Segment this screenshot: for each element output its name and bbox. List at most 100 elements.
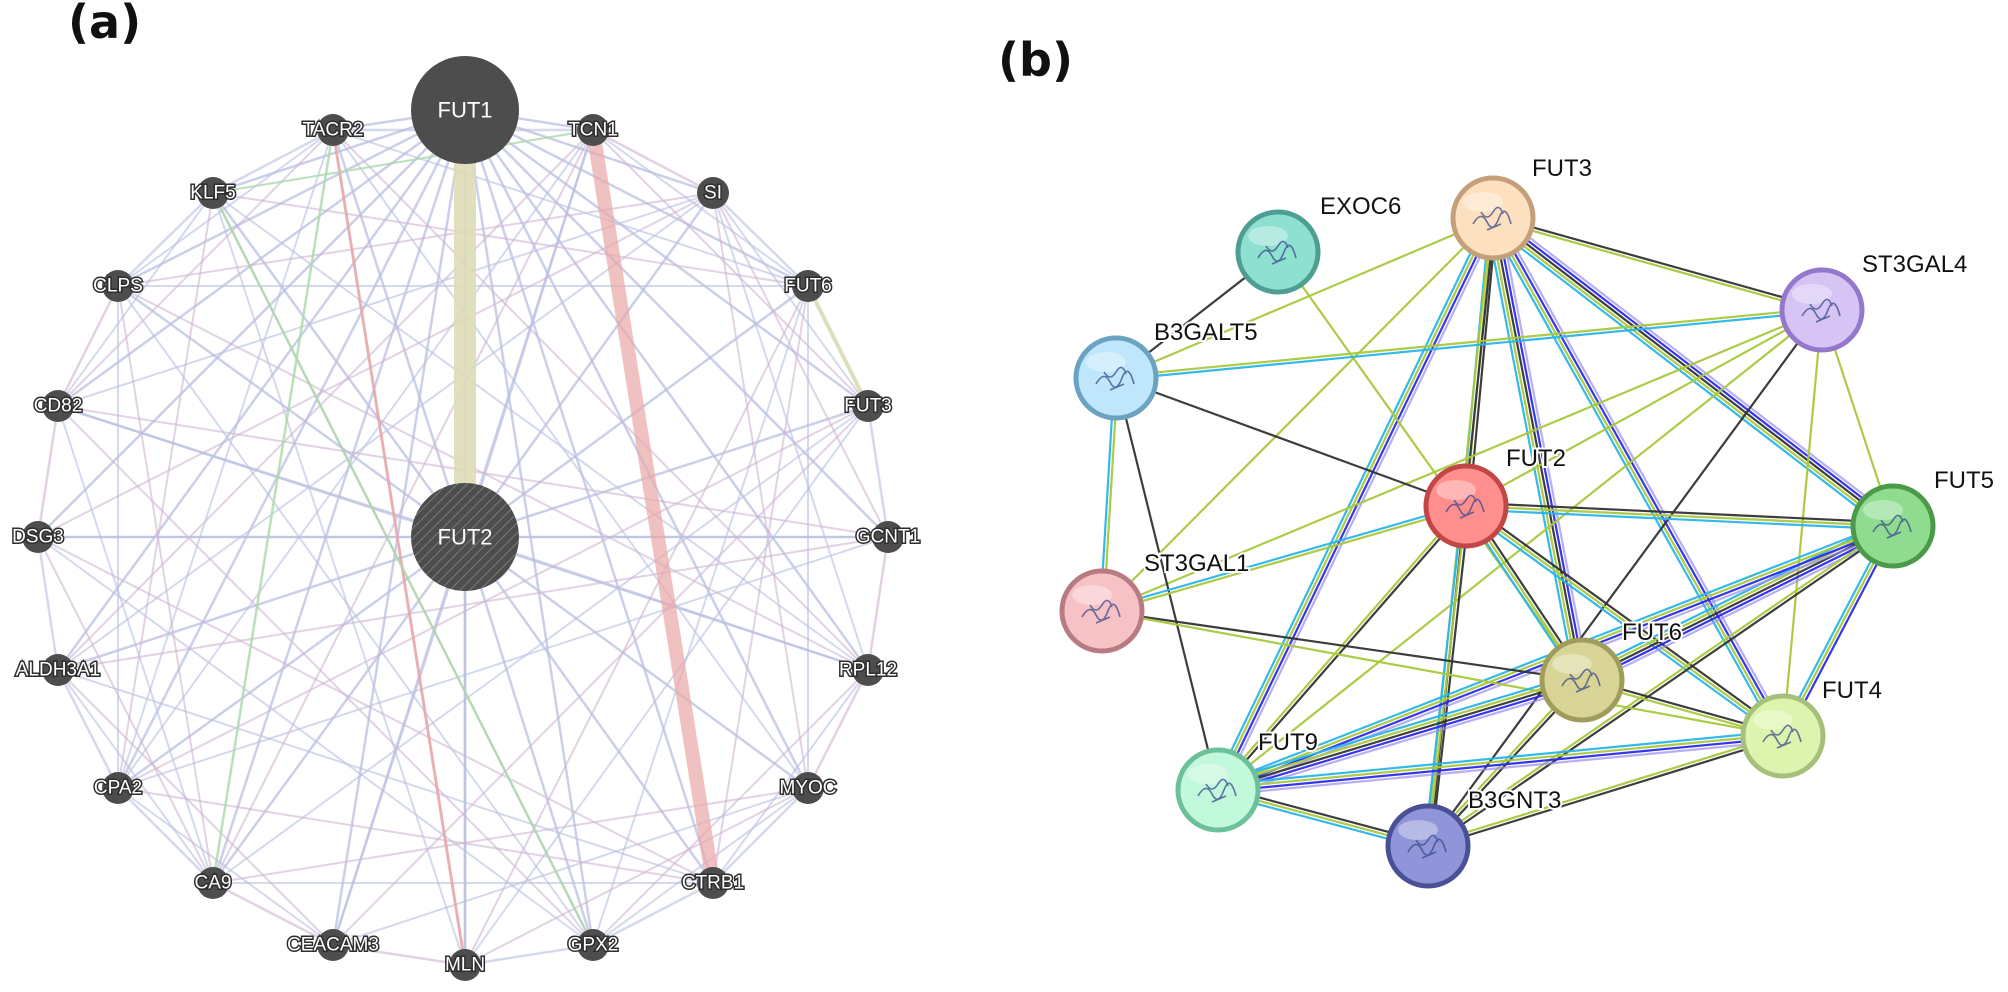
edge-tcn1-si xyxy=(591,128,715,195)
node-tacr2-circle xyxy=(317,114,349,146)
node-tcn1[interactable]: TCN1 xyxy=(567,114,619,146)
node-ca9-circle xyxy=(197,867,229,899)
node-aldh3a1-label: ALDH3A1 xyxy=(16,660,101,681)
edge-gpx2-clps xyxy=(117,285,594,946)
edge-fut6-fut9-black xyxy=(1217,678,1583,792)
node-b-b3gnt3[interactable]: B3GNT3 xyxy=(1385,785,1563,889)
node-si[interactable]: SI xyxy=(697,177,729,209)
edge-fut2-st3gal1-lime xyxy=(1102,506,1467,614)
edge-fut1-rpl12 xyxy=(463,108,870,672)
edge-tcn1-klf5-genetic xyxy=(212,129,594,194)
edge-st3gal4-b3galt5-cyan xyxy=(1116,310,1823,381)
edge-fut2-st3gal1-cyan xyxy=(1101,503,1466,611)
edge-fut3-st3gal4 xyxy=(1492,215,1823,313)
node-cd82-circle xyxy=(42,390,74,422)
edge-fut6-tacr2 xyxy=(332,129,809,287)
node-b-st3gal4-label: ST3GAL4 xyxy=(1862,251,1967,278)
node-fut6[interactable]: FUT6 xyxy=(783,270,833,302)
node-tacr2[interactable]: TACR2 xyxy=(301,114,365,146)
node-b-fut5[interactable]: FUT5 xyxy=(1850,465,1996,569)
edge-fut3-fut4-blue xyxy=(1493,216,1786,736)
node-b-fut2-gloss xyxy=(1436,480,1476,500)
edge-myoc-mln xyxy=(464,787,809,966)
edge-fut4-fut9-blue xyxy=(1218,736,1784,793)
edge-fut2-fut5-cyan xyxy=(1465,508,1893,531)
node-ctrb1[interactable]: CTRB1 xyxy=(680,867,746,899)
node-clps[interactable]: CLPS xyxy=(92,270,144,302)
edge-fut6-klf5 xyxy=(212,192,809,287)
node-ceacam3[interactable]: CEACAM3 xyxy=(286,929,380,961)
node-aldh3a1[interactable]: ALDH3A1 xyxy=(14,654,102,686)
edge-gcnt1-cpa2 xyxy=(117,536,889,789)
node-b-st3gal4[interactable]: ST3GAL4 xyxy=(1779,249,1969,353)
node-cpa2[interactable]: CPA2 xyxy=(92,772,144,804)
node-cpa2-circle xyxy=(102,772,134,804)
node-cd82[interactable]: CD82 xyxy=(32,390,84,422)
node-klf5[interactable]: KLF5 xyxy=(189,177,237,209)
node-ca9[interactable]: CA9 xyxy=(193,867,233,899)
node-rpl12[interactable]: RPL12 xyxy=(837,654,899,686)
edge-fut1-clps xyxy=(116,108,467,288)
node-b-b3galt5[interactable]: B3GALT5 xyxy=(1073,317,1260,421)
edge-fut3-mln xyxy=(464,405,869,966)
edge-fut6-fut3-shared xyxy=(806,284,870,408)
edge-myoc-gpx2 xyxy=(592,787,809,946)
edge-cpa2-tacr2 xyxy=(117,129,334,789)
node-b-fut5-circle xyxy=(1850,483,1936,569)
node-gpx2[interactable]: GPX2 xyxy=(566,929,620,961)
edge-b3galt5-fut9-black xyxy=(1114,377,1220,791)
node-tcn1-circle xyxy=(577,114,609,146)
edge-fut4-fut9-lime xyxy=(1217,733,1783,790)
edge-fut4-fut9 xyxy=(1217,729,1784,797)
edge-fut2-clps xyxy=(116,284,467,539)
edge-fut3-fut9-cyan xyxy=(1212,215,1490,789)
node-fut3-circle xyxy=(852,390,884,422)
node-b-st3gal1-structure-icon xyxy=(1081,599,1121,624)
edge-fut2-ctrb1 xyxy=(463,535,715,885)
node-ceacam3-label: CEACAM3 xyxy=(287,935,379,956)
node-fut3[interactable]: FUT3 xyxy=(843,390,893,422)
node-b-fut4[interactable]: FUT4 xyxy=(1740,675,1884,779)
edge-myoc-ceacam3 xyxy=(332,787,809,946)
panel-a-edges xyxy=(36,99,890,967)
edge-ca9-aldh3a1 xyxy=(57,669,214,884)
node-b-st3gal1-circle xyxy=(1059,568,1145,654)
node-gcnt1[interactable]: GCNT1 xyxy=(854,521,922,553)
node-tcn1-label: TCN1 xyxy=(568,120,618,141)
node-b-st3gal1[interactable]: ST3GAL1 xyxy=(1059,548,1251,654)
edge-fut3-fut2-black xyxy=(1468,218,1498,507)
node-b-fut2[interactable]: FUT2 xyxy=(1423,443,1568,549)
node-b-fut5-structure-icon xyxy=(1872,514,1912,539)
node-b-exoc6[interactable]: EXOC6 xyxy=(1235,191,1403,295)
node-b-fut9[interactable]: FUT9 xyxy=(1175,727,1320,833)
node-rpl12-circle xyxy=(852,654,884,686)
edge-cpa2-aldh3a1 xyxy=(56,668,120,790)
node-ceacam3-circle xyxy=(317,929,349,961)
node-fut1[interactable]: FUT1 xyxy=(411,56,519,164)
node-b-fut6[interactable]: FUT6 xyxy=(1539,617,1684,723)
node-dsg3[interactable]: DSG3 xyxy=(11,521,65,553)
node-fut2[interactable]: FUT2 xyxy=(411,483,519,591)
edge-fut2-fut9 xyxy=(1215,504,1469,792)
edge-fut3-st3gal1-lime xyxy=(1101,217,1494,612)
edge-fut5-b3gnt3 xyxy=(1426,523,1895,849)
edge-fut3-fut5-black xyxy=(1492,217,1894,527)
edge-ceacam3-ca9 xyxy=(211,881,335,947)
edge-ca9-cpa2 xyxy=(116,786,215,885)
edge-fut5-b3gnt3-black xyxy=(1428,526,1895,849)
node-b-b3gnt3-structure-icon xyxy=(1407,834,1447,859)
node-mln[interactable]: MLN xyxy=(443,949,487,981)
edge-ceacam3-aldh3a1 xyxy=(57,669,334,946)
edge-cd82-klf5 xyxy=(57,192,214,407)
node-b-fut3[interactable]: FUT3 xyxy=(1450,153,1594,261)
edge-rpl12-klf5 xyxy=(212,192,869,671)
node-si-circle xyxy=(697,177,729,209)
node-fut6-circle xyxy=(792,270,824,302)
node-myoc[interactable]: MYOC xyxy=(778,772,838,804)
edge-ca9-dsg3 xyxy=(37,536,214,884)
edge-fut2-fut4 xyxy=(1463,502,1786,740)
edge-fut2-b3gnt3-black xyxy=(1430,506,1471,847)
edge-st3gal4-fut2 xyxy=(1465,309,1823,507)
panel-a-label: (a) xyxy=(68,0,141,49)
edge-gcnt1-rpl12 xyxy=(866,535,890,672)
